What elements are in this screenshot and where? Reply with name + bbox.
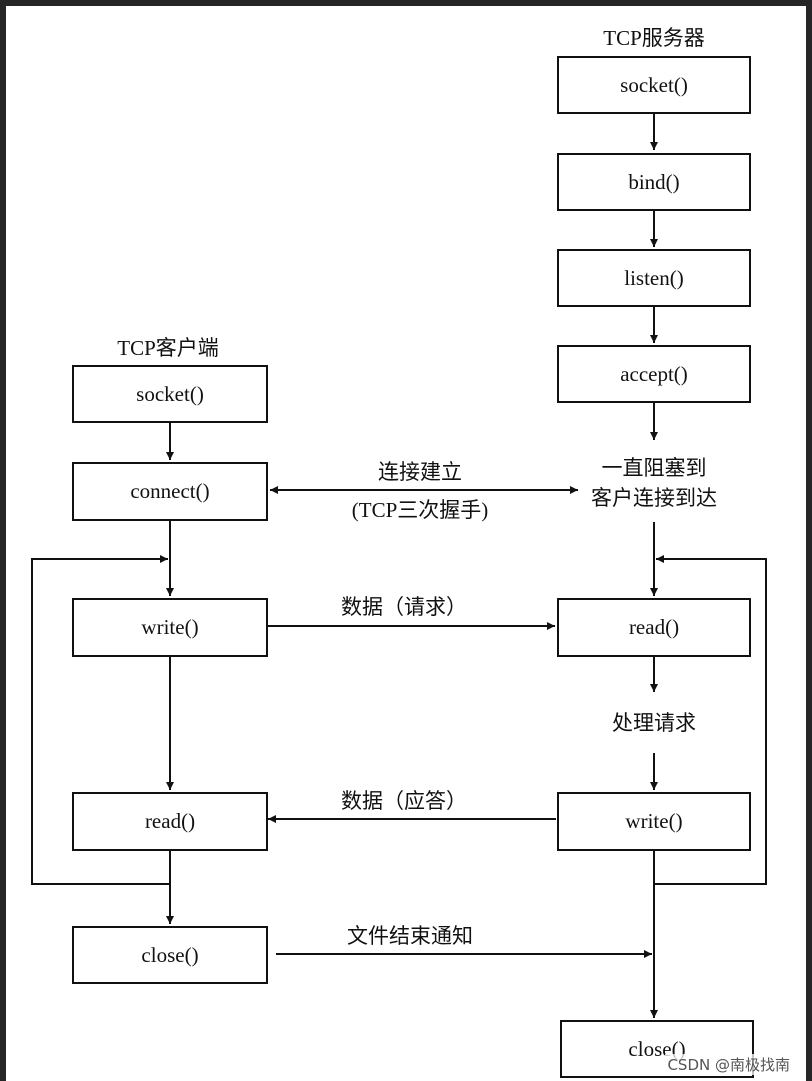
server-socket-box: socket() <box>557 56 751 114</box>
request-label: 数据（请求） <box>341 595 467 619</box>
client-loop-arrow <box>31 555 170 885</box>
server-accept-box: accept() <box>557 345 751 403</box>
server-write-box: write() <box>557 792 751 851</box>
server-block-label-line2: 客户连接到达 <box>591 486 717 510</box>
client-title: TCP客户端 <box>117 336 219 360</box>
server-close-box: close() <box>560 1020 754 1078</box>
handshake-label-line2: (TCP三次握手) <box>351 498 489 522</box>
eof-label: 文件结束通知 <box>347 924 473 948</box>
server-title: TCP服务器 <box>603 26 705 50</box>
handshake-label-line1: 连接建立 <box>378 460 462 484</box>
server-loop-arrow <box>654 555 767 885</box>
server-read-box: read() <box>557 598 751 657</box>
server-block-label-line1: 一直阻塞到 <box>601 456 707 480</box>
tcp-flow-diagram: TCP服务器 socket() bind() listen() accept()… <box>6 6 806 1081</box>
watermark: CSDN @南极找南 <box>665 1054 792 1075</box>
server-bind-box: bind() <box>557 153 751 211</box>
client-socket-box: socket() <box>72 365 268 423</box>
client-connect-box: connect() <box>72 462 268 521</box>
server-listen-box: listen() <box>557 249 751 307</box>
client-close-box: close() <box>72 926 268 984</box>
reply-label: 数据（应答） <box>341 789 467 813</box>
client-read-box: read() <box>72 792 268 851</box>
client-write-box: write() <box>72 598 268 657</box>
server-process-label: 处理请求 <box>612 711 696 735</box>
connector-lines <box>31 114 767 1018</box>
